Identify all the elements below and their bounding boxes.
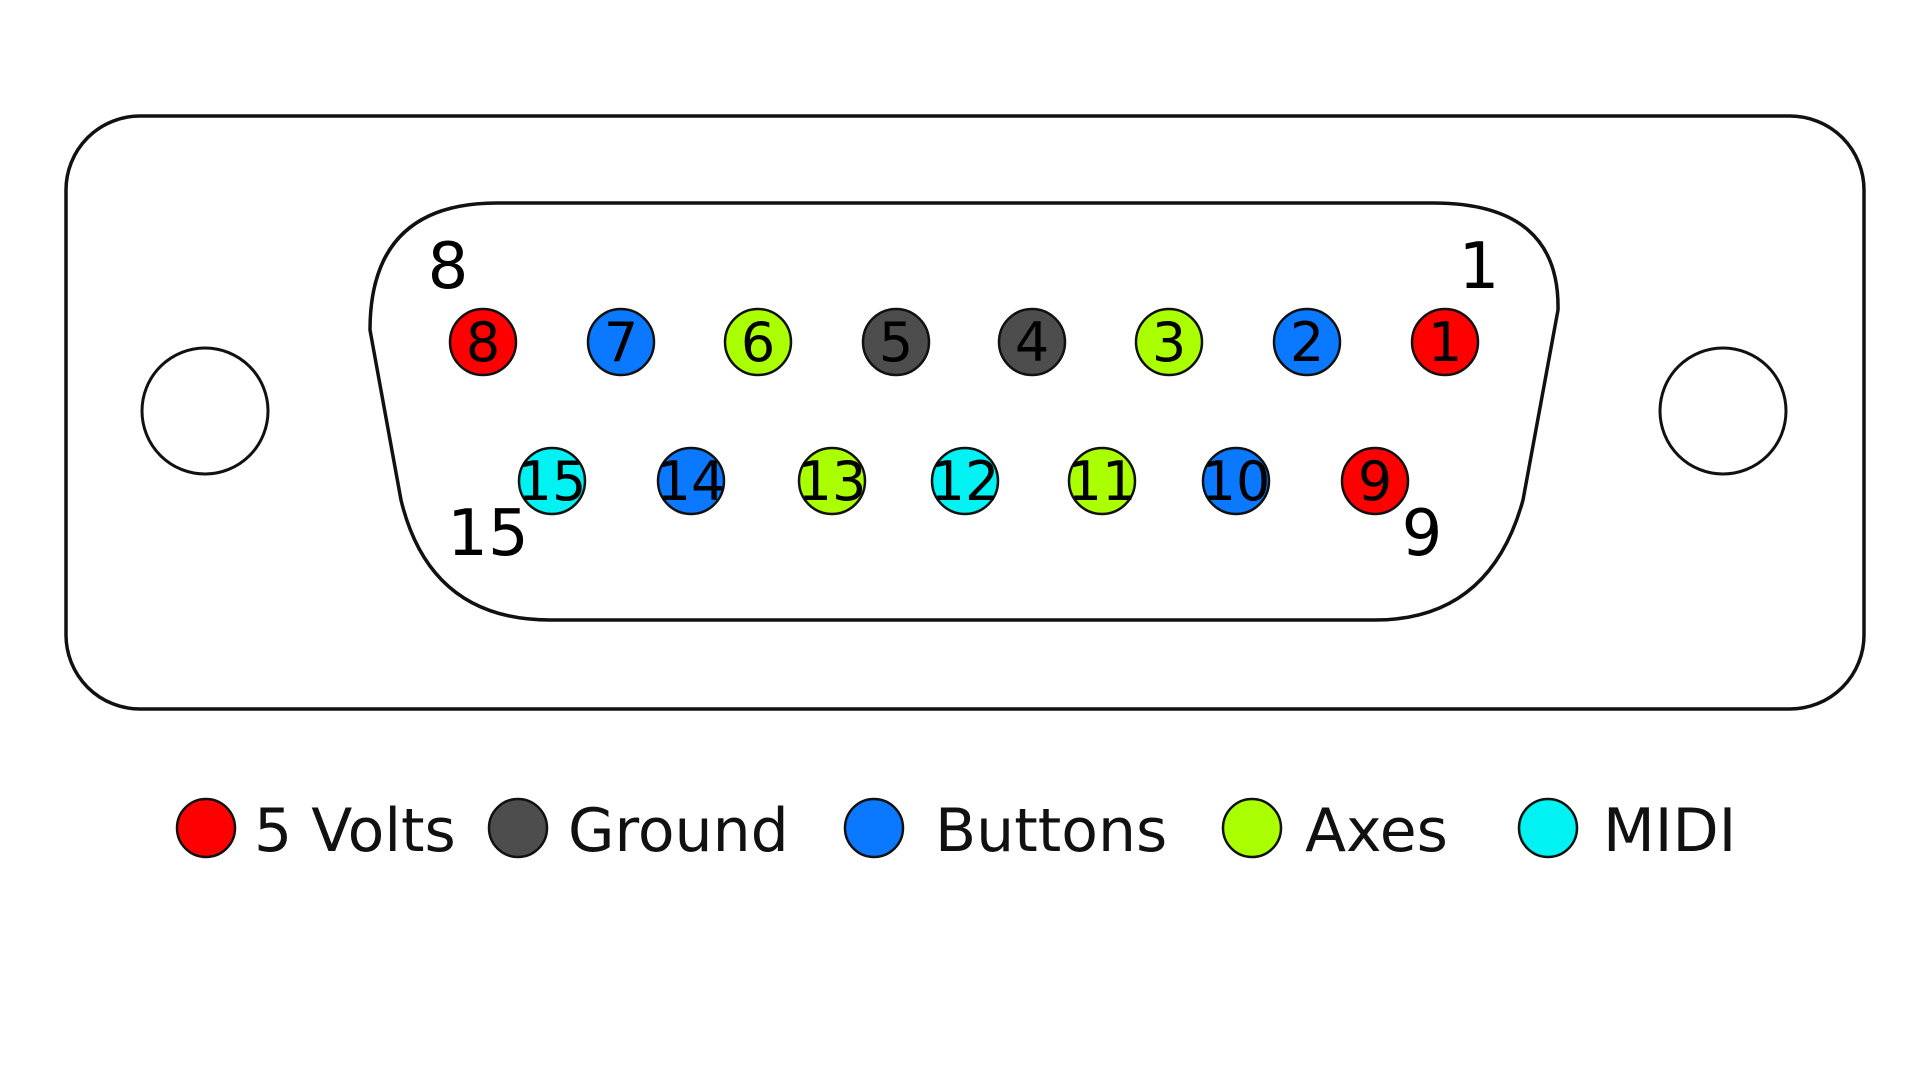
legend-item-ground: Ground xyxy=(487,796,789,866)
legend-label: MIDI xyxy=(1603,796,1736,866)
pin-number: 14 xyxy=(657,450,726,513)
legend-label: Buttons xyxy=(935,796,1167,866)
pin-1: 1 xyxy=(1410,307,1480,377)
pin-11: 11 xyxy=(1067,446,1137,516)
pin-number: 7 xyxy=(604,311,638,374)
pin-circle xyxy=(448,307,518,377)
pin-number: 3 xyxy=(1152,311,1186,374)
pin-circle xyxy=(930,446,1000,516)
pin-number: 1 xyxy=(1428,311,1462,374)
pin-number: 9 xyxy=(1358,450,1392,513)
pin-number: 12 xyxy=(931,450,1000,513)
pin-number: 2 xyxy=(1290,311,1324,374)
legend-swatch xyxy=(843,797,905,859)
corner-label-bottom-right: 9 xyxy=(1402,497,1443,571)
pin-number: 4 xyxy=(1015,311,1049,374)
pin-15: 15 xyxy=(517,446,587,516)
pin-circle xyxy=(1067,446,1137,516)
pin-number: 13 xyxy=(798,450,867,513)
corner-label-bottom-left: 15 xyxy=(447,497,528,571)
pin-row-top: 8 7 6 5 4 3 2 1 xyxy=(448,307,1480,377)
legend-swatch xyxy=(1517,797,1579,859)
pin-circle xyxy=(861,307,931,377)
pin-circle xyxy=(586,307,656,377)
legend-swatch xyxy=(487,797,549,859)
mounting-hole-right xyxy=(1658,346,1788,476)
pin-number: 5 xyxy=(879,311,913,374)
pin-circle xyxy=(1340,446,1410,516)
pin-number: 10 xyxy=(1202,450,1271,513)
pin-row-bottom: 15 14 13 12 11 10 9 xyxy=(517,446,1410,516)
legend-item-axes: Axes xyxy=(1221,796,1448,866)
pin-circle xyxy=(997,307,1067,377)
pin-circle xyxy=(1134,307,1204,377)
pin-14: 14 xyxy=(656,446,726,516)
pin-7: 7 xyxy=(586,307,656,377)
pin-circle xyxy=(1201,446,1271,516)
pin-8: 8 xyxy=(448,307,518,377)
pin-2: 2 xyxy=(1272,307,1342,377)
legend-swatch xyxy=(1221,797,1283,859)
pin-circle xyxy=(517,446,587,516)
pin-circle xyxy=(723,307,793,377)
pin-3: 3 xyxy=(1134,307,1204,377)
mounting-hole-left xyxy=(140,346,270,476)
legend-label: 5 Volts xyxy=(254,796,456,866)
pin-number: 11 xyxy=(1068,450,1137,513)
legend-label: Ground xyxy=(568,796,789,866)
corner-label-top-right: 1 xyxy=(1459,230,1500,304)
legend-item-5-volts: 5 Volts xyxy=(175,796,456,866)
pin-circle xyxy=(1410,307,1480,377)
pin-6: 6 xyxy=(723,307,793,377)
legend: 5 Volts Ground Buttons Axes MIDI xyxy=(175,796,1736,866)
pin-10: 10 xyxy=(1201,446,1271,516)
pin-9: 9 xyxy=(1340,446,1410,516)
legend-item-midi: MIDI xyxy=(1517,796,1736,866)
pin-circle xyxy=(797,446,867,516)
pin-circle xyxy=(656,446,726,516)
corner-label-top-left: 8 xyxy=(428,230,469,304)
pin-12: 12 xyxy=(930,446,1000,516)
pin-5: 5 xyxy=(861,307,931,377)
legend-swatch xyxy=(175,797,237,859)
pin-4: 4 xyxy=(997,307,1067,377)
pin-circle xyxy=(1272,307,1342,377)
pin-number: 6 xyxy=(741,311,775,374)
pin-number: 8 xyxy=(466,311,500,374)
legend-label: Axes xyxy=(1305,796,1448,866)
pin-13: 13 xyxy=(797,446,867,516)
pin-number: 15 xyxy=(518,450,587,513)
pin-housing xyxy=(368,201,1560,622)
legend-item-buttons: Buttons xyxy=(843,796,1167,866)
